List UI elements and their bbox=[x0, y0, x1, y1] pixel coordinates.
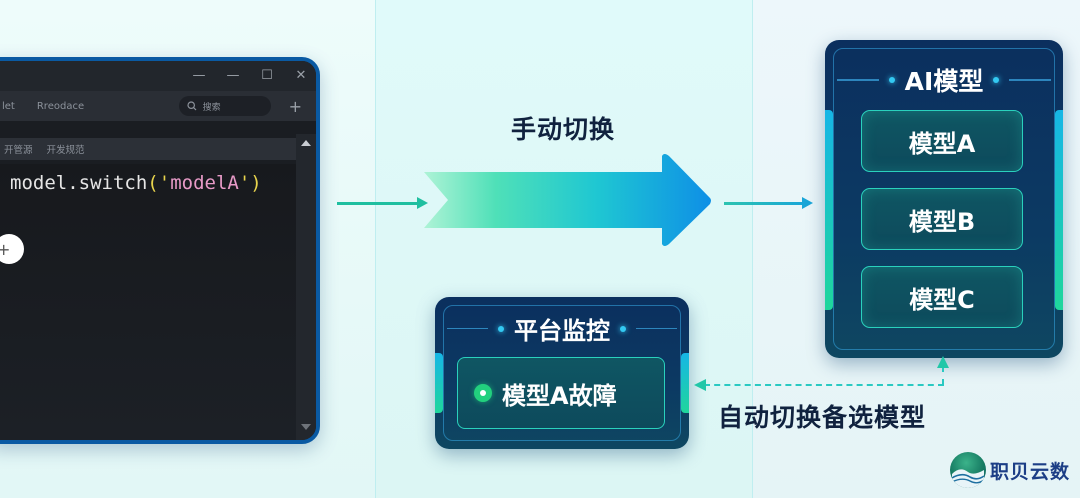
scrollbar[interactable] bbox=[296, 134, 316, 440]
status-dot-icon bbox=[474, 384, 492, 402]
code-editor-window: — — ☐ ✕ let Rreodace 搜索 + 开管源 开发规范 model… bbox=[0, 57, 320, 444]
code-line: model.switch('modelA') bbox=[10, 172, 262, 194]
side-glow bbox=[825, 110, 833, 310]
title-dot bbox=[620, 325, 626, 332]
monitor-title: 平台监控 bbox=[514, 317, 610, 345]
editor-tab-bar: 开管源 开发规范 bbox=[0, 138, 316, 160]
tab-item[interactable]: 开管源 bbox=[4, 145, 33, 156]
model-item-a[interactable]: 模型A bbox=[861, 110, 1023, 172]
wave-logo-icon bbox=[950, 452, 986, 488]
menu-item[interactable]: Rreodace bbox=[36, 100, 85, 112]
title-dot bbox=[498, 325, 504, 332]
panel-divider bbox=[375, 0, 376, 498]
editor-spacer bbox=[0, 121, 316, 138]
code-string: modelA bbox=[170, 172, 239, 194]
minimize-icon[interactable]: — bbox=[226, 68, 240, 83]
fault-status-item[interactable]: 模型A故障 bbox=[457, 357, 665, 429]
tab-item[interactable]: 开发规范 bbox=[46, 145, 85, 156]
panel-frame bbox=[833, 48, 1055, 350]
scroll-up-icon[interactable] bbox=[301, 140, 311, 146]
auto-switch-arrow-horizontal bbox=[694, 378, 944, 391]
auto-switch-arrow-vertical bbox=[936, 356, 949, 385]
panel-title-row: AI模型 bbox=[825, 62, 1063, 98]
flow-arrow bbox=[724, 197, 813, 209]
close-icon[interactable]: ✕ bbox=[295, 68, 307, 83]
code-paren: ) bbox=[250, 172, 262, 194]
maximize-icon[interactable]: ☐ bbox=[261, 68, 273, 83]
brand-name: 职贝云数 bbox=[990, 460, 1071, 483]
title-line bbox=[447, 327, 488, 330]
platform-monitor-panel: 平台监控 模型A故障 bbox=[435, 297, 689, 449]
code-quote: ' bbox=[158, 172, 171, 194]
title-line bbox=[636, 327, 677, 330]
flow-arrow bbox=[337, 197, 428, 209]
auto-switch-label: 自动切换备选模型 bbox=[718, 403, 927, 432]
panel-frame bbox=[443, 305, 681, 441]
side-glow bbox=[681, 353, 689, 413]
search-icon bbox=[186, 101, 197, 111]
model-item-b[interactable]: 模型B bbox=[861, 188, 1023, 250]
manual-switch-arrow-icon bbox=[424, 154, 711, 246]
title-dot bbox=[993, 77, 1000, 83]
code-paren: ( bbox=[147, 172, 159, 194]
code-quote: ' bbox=[238, 172, 251, 194]
title-bar: — — ☐ ✕ bbox=[0, 61, 316, 91]
code-function: model.switch bbox=[10, 172, 148, 194]
plus-icon[interactable]: + bbox=[288, 96, 302, 116]
side-glow bbox=[435, 353, 443, 413]
fault-status-text: 模型A故障 bbox=[502, 381, 617, 410]
manual-switch-label: 手动切换 bbox=[510, 115, 615, 144]
title-line bbox=[1009, 79, 1051, 81]
title-dot bbox=[888, 77, 895, 83]
title-line bbox=[837, 79, 879, 81]
plus-circle-icon[interactable]: + bbox=[0, 234, 24, 264]
side-glow bbox=[1055, 110, 1063, 310]
brand-logo: 职贝云数 bbox=[950, 452, 1070, 488]
scroll-down-icon[interactable] bbox=[301, 424, 311, 430]
menu-item[interactable]: let bbox=[2, 100, 15, 112]
search-placeholder: 搜索 bbox=[202, 102, 221, 113]
panel-divider bbox=[752, 0, 753, 498]
ai-models-panel: AI模型 模型A 模型B 模型C bbox=[825, 40, 1063, 358]
editor-toolbar: let Rreodace 搜索 + bbox=[0, 91, 316, 121]
search-input[interactable]: 搜索 bbox=[178, 96, 271, 116]
minimize-icon[interactable]: — bbox=[192, 68, 206, 83]
ai-models-title: AI模型 bbox=[904, 67, 984, 96]
code-area[interactable]: model.switch('modelA') + bbox=[0, 164, 296, 440]
panel-title-row: 平台监控 bbox=[435, 311, 689, 346]
model-item-c[interactable]: 模型C bbox=[861, 266, 1023, 328]
